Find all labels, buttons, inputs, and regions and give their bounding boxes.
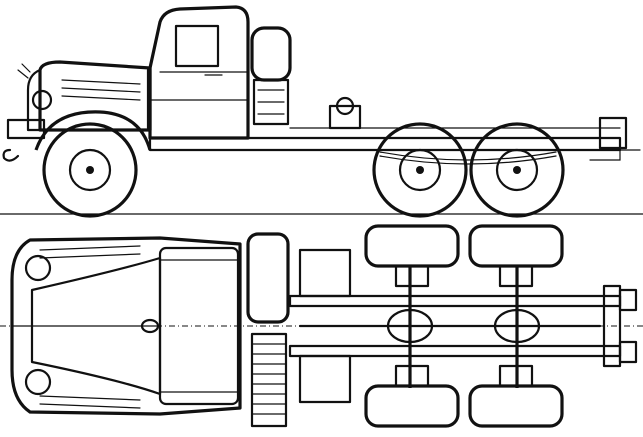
- rear-tyres-top: [364, 224, 564, 428]
- spare-tyre-top: [246, 232, 290, 428]
- hood: [38, 60, 152, 132]
- cab: [148, 5, 250, 140]
- chassis-frame: [148, 96, 641, 161]
- cab-top: [10, 236, 242, 416]
- leaf-spring: [379, 151, 557, 165]
- frame-rails: [288, 248, 638, 404]
- rear-wheel-1: [372, 122, 468, 218]
- front-fender: [34, 110, 152, 151]
- side-view: [0, 5, 643, 218]
- front-wheel: [42, 122, 138, 218]
- grille: [2, 63, 53, 162]
- top-view: [0, 224, 643, 428]
- rear-wheel-2: [469, 122, 565, 218]
- spare-wheel: [250, 26, 292, 126]
